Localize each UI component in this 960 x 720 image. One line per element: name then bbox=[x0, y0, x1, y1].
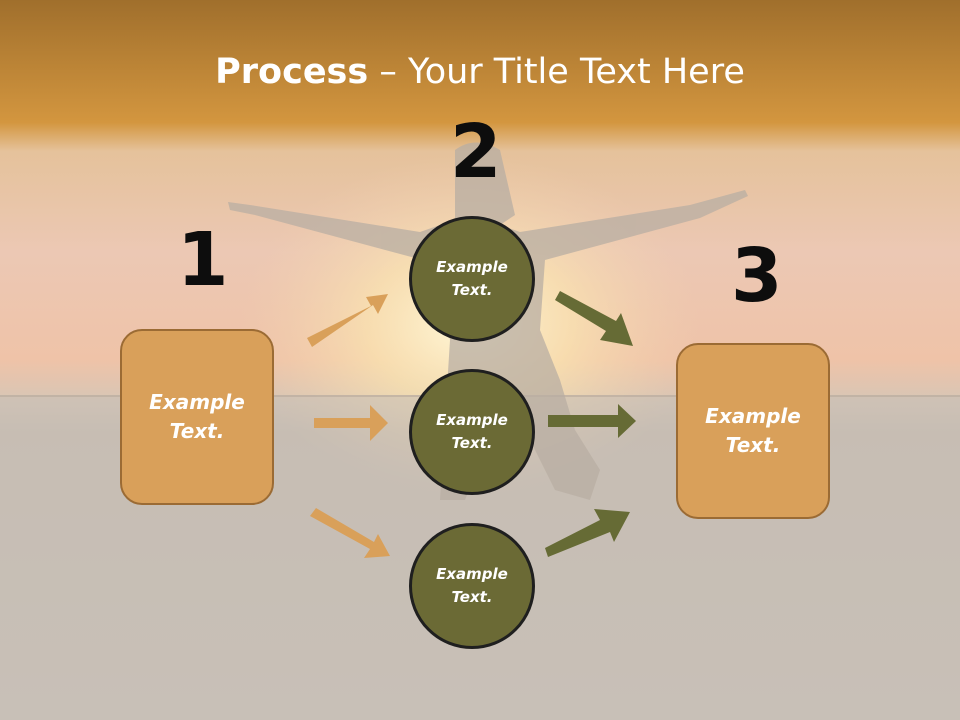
arrow-top-to-right bbox=[555, 291, 633, 346]
arrow-left-to-bottom bbox=[310, 508, 390, 558]
circle-top-line1: Example bbox=[436, 258, 508, 276]
circle-bottom-line2: Text. bbox=[451, 588, 493, 606]
arrow-left-to-middle bbox=[314, 405, 388, 441]
box-step-3-line2: Text. bbox=[725, 433, 781, 457]
box-step-1-line2: Text. bbox=[169, 419, 225, 443]
circle-top-line2: Text. bbox=[451, 281, 493, 299]
slide-title: Process – Your Title Text Here bbox=[0, 52, 960, 92]
slide-title-bold: Process bbox=[215, 52, 369, 92]
box-step-1-line1: Example bbox=[149, 390, 245, 414]
arrow-left-to-top bbox=[307, 294, 388, 347]
arrow-bottom-to-right bbox=[545, 509, 630, 557]
slide-title-rest: – Your Title Text Here bbox=[368, 52, 745, 92]
step-number-1: 1 bbox=[177, 217, 229, 303]
step-number-3: 3 bbox=[731, 233, 783, 319]
circle-middle-line1: Example bbox=[436, 411, 508, 429]
circle-middle-line2: Text. bbox=[451, 434, 493, 452]
box-step-3-line1: Example bbox=[705, 404, 801, 428]
step-number-2: 2 bbox=[450, 109, 502, 195]
circle-bottom-line1: Example bbox=[436, 565, 508, 583]
arrow-middle-to-right bbox=[548, 404, 636, 438]
